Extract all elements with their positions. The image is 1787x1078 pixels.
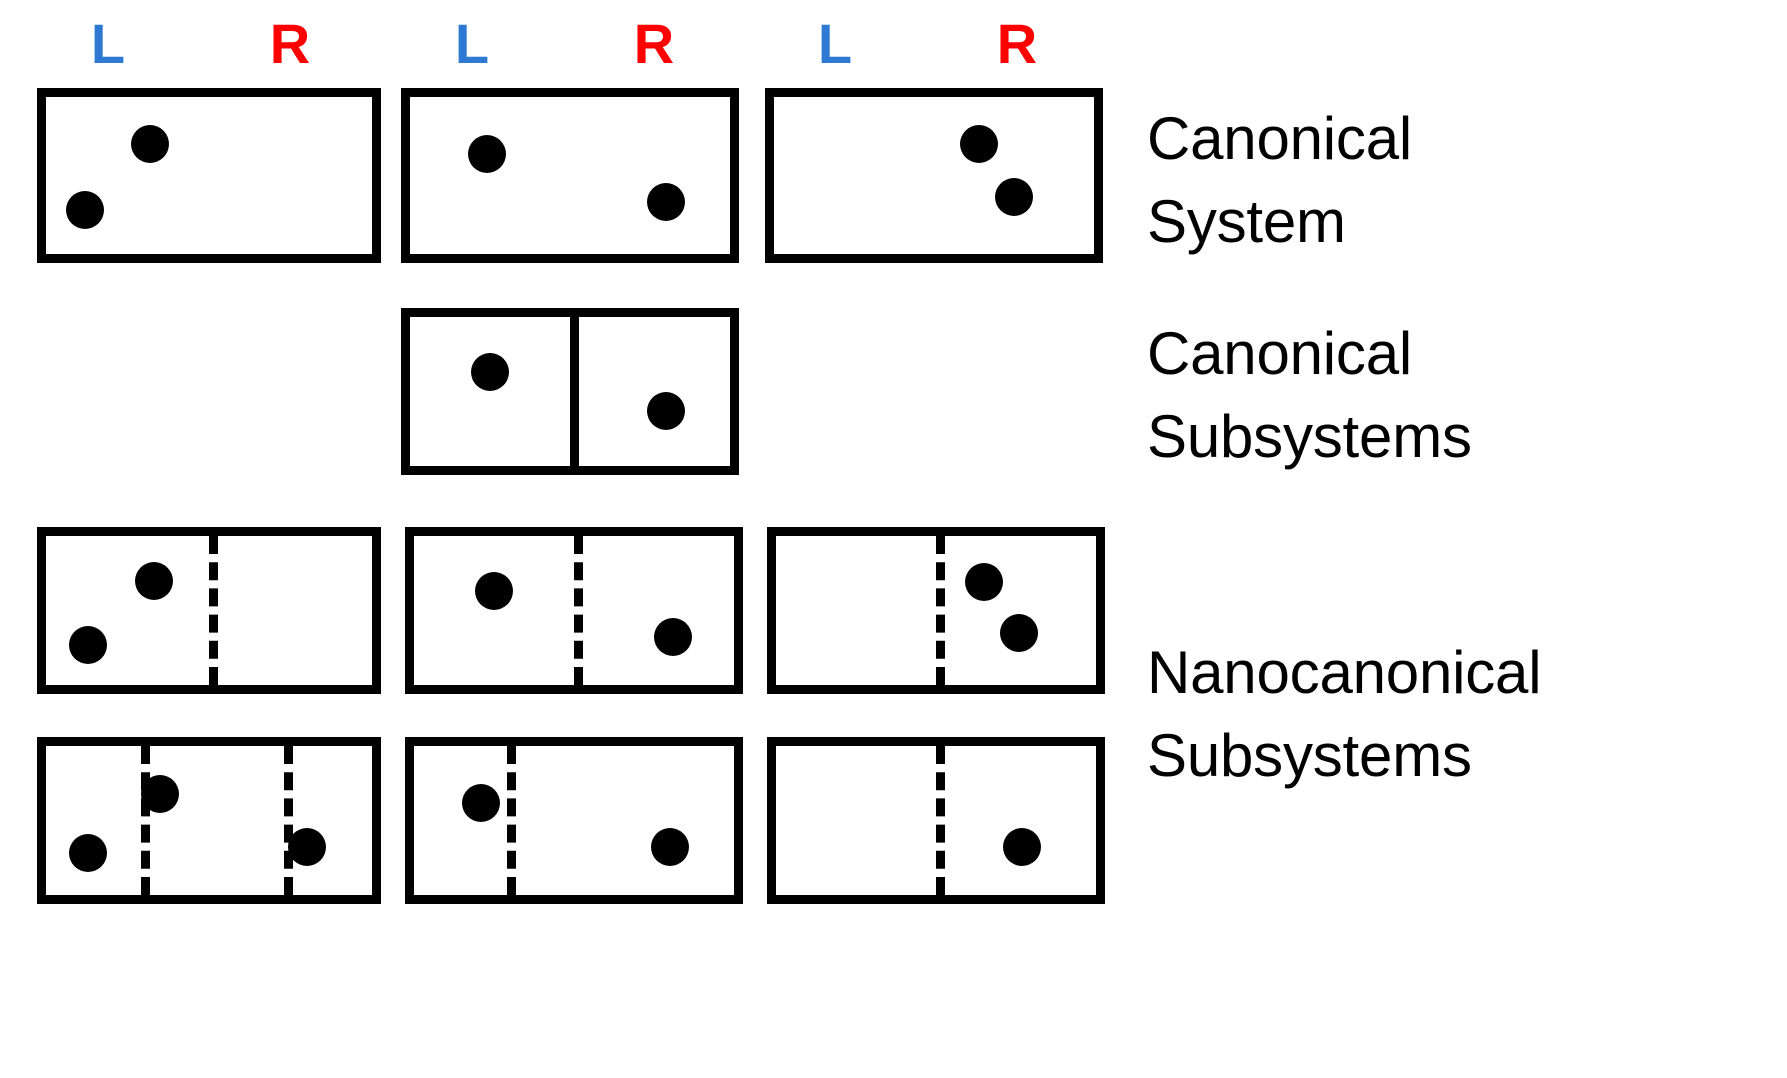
particle (131, 125, 170, 164)
particle (471, 353, 509, 392)
nanocanonical-row2-box-3 (767, 737, 1105, 904)
particle (995, 178, 1033, 217)
nanocanonical-row1-box-2 (405, 527, 743, 694)
nanocanonical-row2-box-2 (405, 737, 743, 904)
particle (965, 563, 1003, 602)
canonical-system-box-3 (765, 88, 1103, 263)
dashed-divider (574, 536, 583, 685)
solid-divider (570, 317, 579, 466)
caption-canonical-system: Canonical System (1147, 105, 1413, 255)
particle (959, 125, 998, 164)
caption-canonical-subsystems: Canonical Subsystems (1147, 320, 1472, 470)
particle (475, 572, 513, 611)
dashed-divider (140, 746, 150, 895)
column-3-left-label: L (817, 12, 853, 75)
particle (1000, 613, 1039, 652)
dashed-divider (936, 746, 945, 895)
particle (69, 625, 108, 664)
particle (647, 183, 685, 222)
particle (647, 391, 685, 430)
canonical-subsystems-box-1 (401, 308, 739, 475)
column-1-right-label: R (269, 12, 311, 75)
dashed-divider (506, 746, 516, 895)
particle (462, 783, 501, 822)
dashed-divider (209, 536, 218, 685)
particle (69, 834, 108, 873)
particle (1003, 828, 1042, 867)
particle (287, 828, 326, 867)
nanocanonical-row1-box-3 (767, 527, 1105, 694)
column-2-left-label: L (454, 12, 490, 75)
canonical-system-box-1 (37, 88, 381, 263)
particle (467, 134, 506, 173)
particle (134, 561, 173, 600)
dashed-divider (283, 746, 293, 895)
dashed-divider (936, 536, 945, 685)
canonical-system-box-2 (401, 88, 739, 263)
particle (66, 191, 105, 230)
column-1-left-label: L (90, 12, 126, 75)
nanocanonical-row2-box-1 (37, 737, 381, 904)
column-3-right-label: R (996, 12, 1038, 75)
column-2-right-label: R (633, 12, 675, 75)
particle (141, 774, 180, 813)
particle (654, 618, 693, 657)
particle (651, 828, 689, 867)
caption-nanocanonical-subsystems: Nanocanonical Subsystems (1147, 639, 1542, 789)
nanocanonical-row1-box-1 (37, 527, 381, 694)
